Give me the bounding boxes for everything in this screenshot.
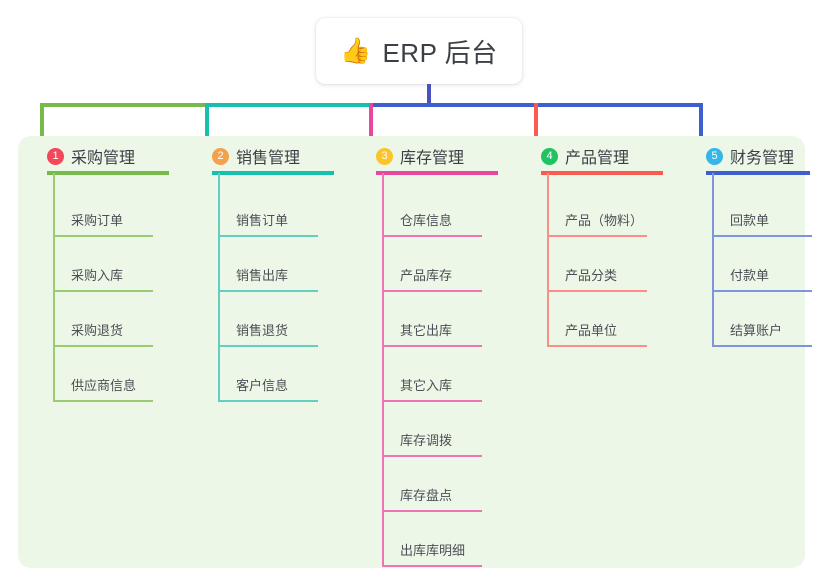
branch-number-badge: 1: [47, 147, 64, 165]
branch-header-rule: [706, 171, 810, 175]
branch-title: 库存管理: [400, 150, 465, 167]
branch-item-rule: [53, 235, 153, 237]
branch-number-badge: 3: [376, 147, 393, 165]
branch-item[interactable]: 采购退货: [53, 292, 153, 347]
branch-item-label: 采购入库: [71, 268, 124, 283]
branch-item-label: 采购退货: [71, 323, 124, 338]
branch-item[interactable]: 供应商信息: [53, 347, 153, 402]
root-node-content: 👍 ERP 后台: [340, 33, 497, 70]
connector-bar-segment-3: [369, 103, 538, 107]
branch-title: 财务管理: [730, 150, 795, 167]
root-node-title: ERP 后台: [382, 37, 498, 68]
branch-header-2[interactable]: 2 销售管理: [212, 144, 300, 168]
branch-header-rule: [376, 171, 498, 175]
branch-stem: [53, 173, 55, 402]
branch-header-4[interactable]: 4 产品管理: [541, 144, 629, 168]
branch-item-rule: [547, 235, 647, 237]
branch-item-label: 结算账户: [730, 323, 783, 338]
branch-stem: [218, 173, 220, 402]
branch-item-label: 产品单位: [565, 323, 618, 338]
branch-item[interactable]: 客户信息: [218, 347, 318, 402]
branch-item-rule: [218, 400, 318, 402]
branch-item[interactable]: 库存盘点: [382, 457, 482, 512]
branch-title: 采购管理: [71, 150, 136, 167]
branch-item-label: 库存调拨: [400, 433, 453, 448]
branch-item[interactable]: 付款单: [712, 237, 812, 292]
branch-item-rule: [547, 345, 647, 347]
branch-stem: [547, 173, 549, 347]
root-node-card[interactable]: 👍 ERP 后台: [316, 18, 522, 84]
branch-number-badge: 2: [212, 147, 229, 165]
branch-item[interactable]: 仓库信息: [382, 182, 482, 237]
branch-header-5[interactable]: 5 财务管理: [706, 144, 794, 168]
branch-stem: [712, 173, 714, 347]
branch-item-rule: [547, 290, 647, 292]
branch-item[interactable]: 库存调拨: [382, 402, 482, 457]
branch-header-rule: [47, 171, 169, 175]
branch-item-rule: [382, 235, 482, 237]
branch-item-rule: [382, 290, 482, 292]
branch-item[interactable]: 销售退货: [218, 292, 318, 347]
branch-item[interactable]: 产品分类: [547, 237, 647, 292]
branch-header-rule: [212, 171, 334, 175]
thumbs-up-icon: 👍: [340, 36, 372, 65]
connector-bar-segment-2: [205, 103, 373, 107]
branch-item-label: 产品库存: [400, 268, 453, 283]
branch-item[interactable]: 采购订单: [53, 182, 153, 237]
branch-number-badge: 5: [706, 147, 723, 165]
branch-header-rule: [541, 171, 663, 175]
branch-item-rule: [382, 510, 482, 512]
branch-item[interactable]: 采购入库: [53, 237, 153, 292]
branch-item-label: 库存盘点: [400, 488, 453, 503]
branch-item-label: 付款单: [730, 268, 770, 283]
branch-header-3[interactable]: 3 库存管理: [376, 144, 464, 168]
branch-item-rule: [218, 290, 318, 292]
branch-item-label: 其它入库: [400, 378, 453, 393]
branch-item-label: 销售出库: [236, 268, 289, 283]
branch-header-1[interactable]: 1 采购管理: [47, 144, 135, 168]
branch-item-label: 采购订单: [71, 213, 124, 228]
branch-item[interactable]: 其它入库: [382, 347, 482, 402]
branch-item-label: 仓库信息: [400, 213, 453, 228]
branch-item[interactable]: 回款单: [712, 182, 812, 237]
branch-item-rule: [712, 235, 812, 237]
branch-item-rule: [53, 345, 153, 347]
connector-bar-segment-4: [534, 103, 703, 107]
branch-item[interactable]: 销售订单: [218, 182, 318, 237]
branch-item-rule: [712, 345, 812, 347]
branches-panel: 1 采购管理采购订单采购入库采购退货供应商信息 2 销售管理销售订单销售出库销售退货客…: [18, 136, 812, 568]
branch-item[interactable]: 结算账户: [712, 292, 812, 347]
branch-stem: [382, 173, 384, 567]
branch-item-label: 出库库明细: [400, 543, 466, 558]
branch-item-label: 其它出库: [400, 323, 453, 338]
branch-item-label: 销售订单: [236, 213, 289, 228]
branch-item-label: 供应商信息: [71, 378, 137, 393]
branch-item[interactable]: 产品单位: [547, 292, 647, 347]
branch-title: 产品管理: [565, 150, 630, 167]
branch-item-rule: [218, 235, 318, 237]
branch-item-rule: [712, 290, 812, 292]
branch-item[interactable]: 销售出库: [218, 237, 318, 292]
branch-item[interactable]: 产品（物料）: [547, 182, 647, 237]
branch-item-label: 客户信息: [236, 378, 289, 393]
branch-item-rule: [382, 565, 482, 567]
branch-item[interactable]: 其它出库: [382, 292, 482, 347]
branch-item-rule: [382, 345, 482, 347]
branch-item-label: 产品分类: [565, 268, 618, 283]
connector-bar-segment-1: [40, 103, 209, 107]
branch-item-label: 回款单: [730, 213, 770, 228]
branch-number-badge: 4: [541, 147, 558, 165]
branch-item[interactable]: 产品库存: [382, 237, 482, 292]
branch-item-rule: [382, 455, 482, 457]
branch-item-rule: [218, 345, 318, 347]
branch-item-rule: [382, 400, 482, 402]
branch-item-label: 销售退货: [236, 323, 289, 338]
branch-item-rule: [53, 400, 153, 402]
branch-item[interactable]: 出库库明细: [382, 512, 482, 567]
branch-title: 销售管理: [236, 150, 301, 167]
branch-item-label: 产品（物料）: [565, 213, 644, 228]
trunk-line: [427, 84, 431, 107]
branch-item-rule: [53, 290, 153, 292]
